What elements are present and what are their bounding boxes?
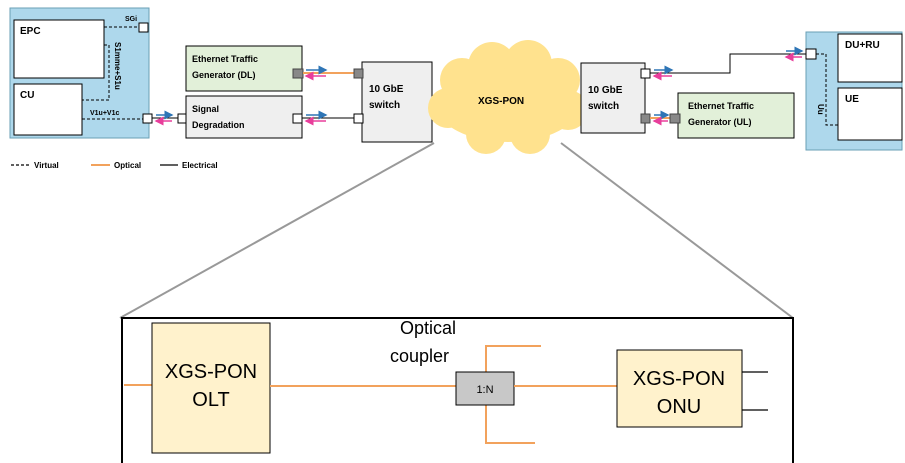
signal-degradation-box <box>185 95 303 139</box>
cu-box <box>13 83 83 136</box>
v1-label: V1u+V1c <box>90 110 119 117</box>
signal-deg-out-port <box>292 113 303 124</box>
du-ru-label: DU+RU <box>845 40 880 51</box>
cloud-label: XGS-PON <box>478 96 524 107</box>
traffic-generator-ul-box <box>677 92 795 139</box>
switch-right-line2: switch <box>588 101 619 112</box>
sgi-label: SGi <box>125 16 137 23</box>
ue-label: UE <box>845 94 859 105</box>
cu-port <box>142 113 153 124</box>
gen-ul-line1: Ethernet Traffic <box>688 101 754 111</box>
legend-electrical: Electrical <box>182 161 218 170</box>
onu-line1: XGS-PON <box>633 368 725 390</box>
gen-ul-port <box>669 113 681 124</box>
olt-line1: XGS-PON <box>165 361 257 383</box>
switch-left-port-bottom <box>353 113 364 124</box>
signal-deg-line2: Degradation <box>192 120 245 130</box>
ducu-port <box>805 48 817 60</box>
onu-box <box>616 349 743 428</box>
switch-right-box <box>580 62 646 134</box>
splitter-branch-bottom <box>485 404 535 444</box>
epc-label: EPC <box>20 26 41 37</box>
signal-deg-line1: Signal <box>192 104 219 114</box>
zoom-line-right <box>560 142 794 319</box>
gen-dl-line2: Generator (DL) <box>192 70 256 80</box>
sgi-port <box>138 22 149 33</box>
splitter-branch-top <box>485 345 541 372</box>
splitter-label: 1:N <box>476 384 493 396</box>
switch-right-port-bottom <box>640 113 651 124</box>
splitter-box <box>455 371 515 406</box>
switch-left-line1: 10 GbE <box>369 84 404 95</box>
switch-right-port-top <box>640 68 651 79</box>
ue-box <box>837 87 903 141</box>
xgs-pon-cloud <box>428 40 588 154</box>
onu-line2: ONU <box>657 396 701 418</box>
switch-left-port-top <box>353 68 364 79</box>
switch-right-line1: 10 GbE <box>588 85 623 96</box>
olt-box <box>151 322 271 454</box>
coupler-line1: Optical <box>400 318 456 338</box>
gen-dl-line1: Ethernet Traffic <box>192 54 258 64</box>
switch-left-box <box>361 61 433 143</box>
gen-ul-line2: Generator (UL) <box>688 117 752 127</box>
ducu-electrical-link <box>650 53 806 74</box>
cu-label: CU <box>20 90 34 101</box>
traffic-generator-dl-box <box>185 45 303 92</box>
coupler-line2: coupler <box>390 346 449 366</box>
legend-virtual: Virtual <box>34 161 59 170</box>
uu-link <box>816 53 838 126</box>
olt-line2: OLT <box>192 389 229 411</box>
zoom-line-left <box>119 142 435 319</box>
s1-link <box>82 44 110 101</box>
epc-box <box>13 19 105 79</box>
s1-label: S1mme+S1u <box>113 42 122 90</box>
switch-left-line2: switch <box>369 100 400 111</box>
uu-label: Uu <box>816 104 825 115</box>
du-ru-box <box>837 33 903 83</box>
legend-optical: Optical <box>114 161 141 170</box>
gen-dl-port <box>292 68 304 79</box>
